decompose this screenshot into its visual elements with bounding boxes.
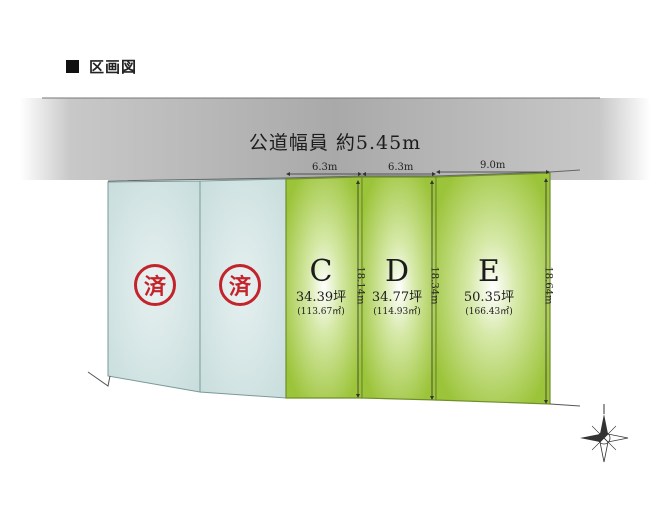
sold-stamp-2: 済	[219, 264, 261, 306]
lot-d[interactable]: D 34.77坪 (114.93㎡)	[366, 256, 428, 318]
boundary-stub-right	[549, 403, 581, 407]
boundary-stub	[87, 371, 111, 387]
lot-e-depth: 18.64m	[542, 266, 554, 305]
lot-d-area-tsubo: 34.77坪	[371, 290, 423, 305]
page-header: 区画図	[66, 56, 137, 77]
lot-c-area-tsubo: 34.39坪	[295, 290, 347, 305]
road-band	[20, 98, 650, 180]
lot-e-letter: E	[478, 254, 500, 289]
lot-d-area-m2: (114.93㎡)	[373, 307, 421, 317]
lot-d-depth: 18.34m	[428, 266, 440, 305]
page-title: 区画図	[89, 58, 138, 76]
square-bullet-icon	[66, 60, 79, 73]
lot-e[interactable]: E 50.35坪 (166.43㎡)	[452, 256, 526, 318]
road-edge-bottom	[107, 169, 581, 182]
lot-c-frontage: 6.3m	[312, 162, 338, 173]
lot-c-depth: 18.14m	[354, 266, 366, 305]
road-width-label: 公道幅員 約5.45m	[248, 132, 422, 154]
lot-c-letter: C	[309, 254, 333, 289]
lot-d-letter: D	[384, 254, 410, 289]
lot-c-area-m2: (113.67㎡)	[297, 307, 345, 317]
lot-e-area-m2: (166.43㎡)	[465, 307, 513, 317]
lot-c[interactable]: C 34.39坪 (113.67㎡)	[290, 256, 352, 318]
lot-e-area-tsubo: 50.35坪	[463, 290, 515, 305]
sold-stamp-1: 済	[134, 264, 176, 306]
compass-rose-icon	[580, 404, 629, 463]
lot-d-frontage: 6.3m	[388, 162, 414, 173]
lot-e-frontage: 9.0m	[480, 160, 506, 171]
